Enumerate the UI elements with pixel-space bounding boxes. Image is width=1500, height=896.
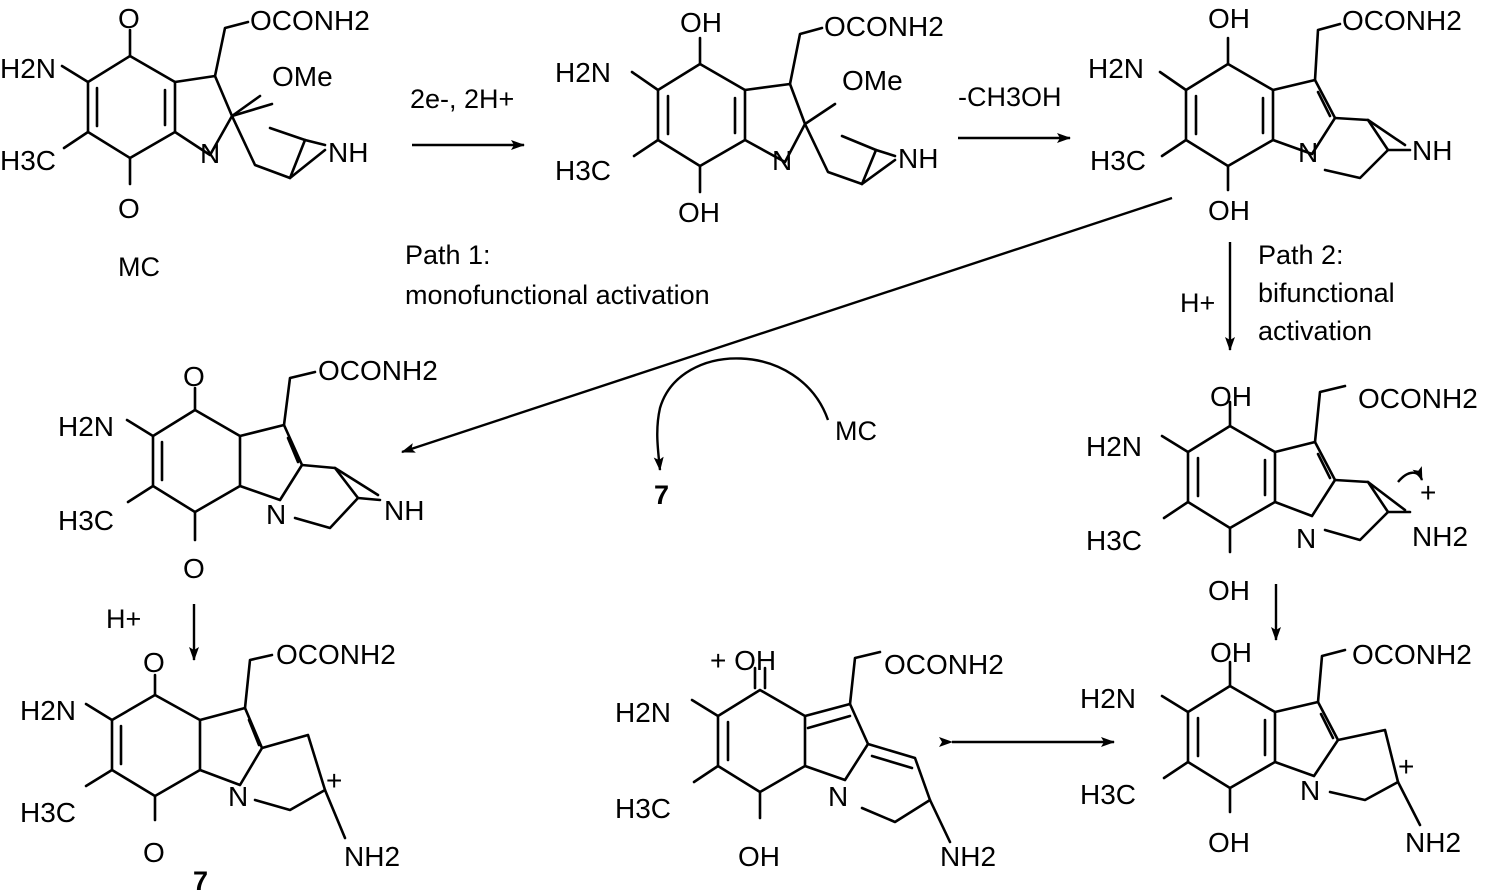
azm-oxygen-top: O [183,361,205,392]
mc-name: MC [118,252,160,282]
path1-arrow [401,196,1173,454]
mc-carbamate: OCONH2 [250,5,370,36]
mc-indole-nitrogen: N [200,138,220,169]
hq-hydroxyl-bottom: OH [678,197,720,228]
ox-hydroxyl-bottom: OH [738,841,780,872]
p7-name: 7 [193,866,208,896]
p7-amine: H2N [20,695,76,726]
ox-methyl: H3C [615,793,671,824]
p7-carbamate: OCONH2 [276,639,396,670]
leuco-indole-nitrogen: N [1298,137,1318,168]
azm-oxygen-bottom: O [183,553,205,584]
protonated-aziridine-structure: H2N H3C OH OH OCONH2 N + NH2 [1086,381,1478,606]
pa-hydroxyl-top: OH [1210,381,1252,412]
path2-protonation: H+ [1180,288,1215,318]
leuco-hydroxyl-top: OH [1208,3,1250,34]
azm-carbamate: OCONH2 [318,355,438,386]
hq-indole-nitrogen: N [772,145,792,176]
path1-description: monofunctional activation [405,280,710,310]
path2-line2: activation [1258,316,1372,346]
azm-methyl: H3C [58,505,114,536]
hq-amine: H2N [555,57,611,88]
pa-carbamate: OCONH2 [1358,383,1478,414]
hydroquinone-structure: H2N H3C OH OH OCONH2 OMe N NH [555,7,944,228]
reduction-label: 2e-, 2H+ [410,84,514,114]
path2-line1: bifunctional [1258,278,1395,308]
cc-methyl: H3C [1080,779,1136,810]
leuco-methyl: H3C [1090,145,1146,176]
path1-title: Path 1: [405,240,491,270]
mc-quinone-oxygen-bottom: O [118,193,140,224]
azm-aziridine-nh: NH [384,495,424,526]
pa-hydroxyl-bottom: OH [1208,575,1250,606]
mc-aziridine-nh: NH [328,137,368,168]
mc-amine: H2N [0,53,56,84]
pa-methyl: H3C [1086,525,1142,556]
ox-amine: H2N [615,697,671,728]
pa-charge: + [1420,477,1436,508]
pa-ammonium: NH2 [1412,521,1468,552]
pa-amine: H2N [1086,431,1142,462]
ox-indole-nitrogen: N [828,781,848,812]
carbocation-structure: H2N H3C OH OH OCONH2 N + NH2 [1080,637,1472,858]
p7-cation-charge: + [326,765,342,796]
hq-methyl: H3C [555,155,611,186]
leuco-hydroxyl-bottom: OH [1208,195,1250,226]
hq-aziridine-nh: NH [898,143,938,174]
aziridinomitosene-structure: H2N H3C O O OCONH2 N NH [58,355,438,584]
product-7-structure: H2N H3C O O OCONH2 N + NH2 7 [20,639,400,896]
mc-quinone-oxygen-top: O [118,3,140,34]
ox-carbamate: OCONH2 [884,649,1004,680]
hq-carbamate: OCONH2 [824,11,944,42]
pa-indole-nitrogen: N [1296,523,1316,554]
path2-title: Path 2: [1258,240,1344,270]
leuco-aziridine-nh: NH [1412,135,1452,166]
p7-amine-nh2: NH2 [344,841,400,872]
mc-methoxy: OMe [272,61,333,92]
azm-amine: H2N [58,411,114,442]
cc-amine-nh2: NH2 [1405,827,1461,858]
ox-amine-nh2: NH2 [940,841,996,872]
cc-hydroxyl-top: OH [1210,637,1252,668]
curved-arrow-reactant: MC [835,416,877,446]
leuco-carbamate: OCONH2 [1342,5,1462,36]
cc-carbamate: OCONH2 [1352,639,1472,670]
p7-oxygen-top: O [143,647,165,678]
elimination-label: -CH3OH [958,82,1062,112]
curved-arrow [653,357,830,471]
ox-oxonium: + OH [710,645,776,676]
cc-cation-charge: + [1398,751,1414,782]
cc-amine: H2N [1080,683,1136,714]
p7-indole-nitrogen: N [228,781,248,812]
oxocarbenium-structure: H2N H3C + OH OH OCONH2 N NH2 [615,645,1004,872]
mc-methyl: H3C [0,145,56,176]
hq-hydroxyl-top: OH [680,7,722,38]
curved-arrow-product: 7 [654,480,669,510]
mitomycin-c-structure: H2N H3C O O OCONH2 OMe N NH MC [0,3,370,282]
leuco-amine: H2N [1088,53,1144,84]
p7-oxygen-bottom: O [143,837,165,868]
p7-methyl: H3C [20,797,76,828]
leuco-aziridinomitosene-structure: H2N H3C OH OH OCONH2 N NH [1088,3,1462,226]
azm-indole-nitrogen: N [266,499,286,530]
hq-methoxy: OMe [842,65,903,96]
ring-opening-arrow [1397,466,1424,483]
cc-hydroxyl-bottom: OH [1208,827,1250,858]
cc-indole-nitrogen: N [1300,775,1320,806]
path1-protonation: H+ [106,604,141,634]
